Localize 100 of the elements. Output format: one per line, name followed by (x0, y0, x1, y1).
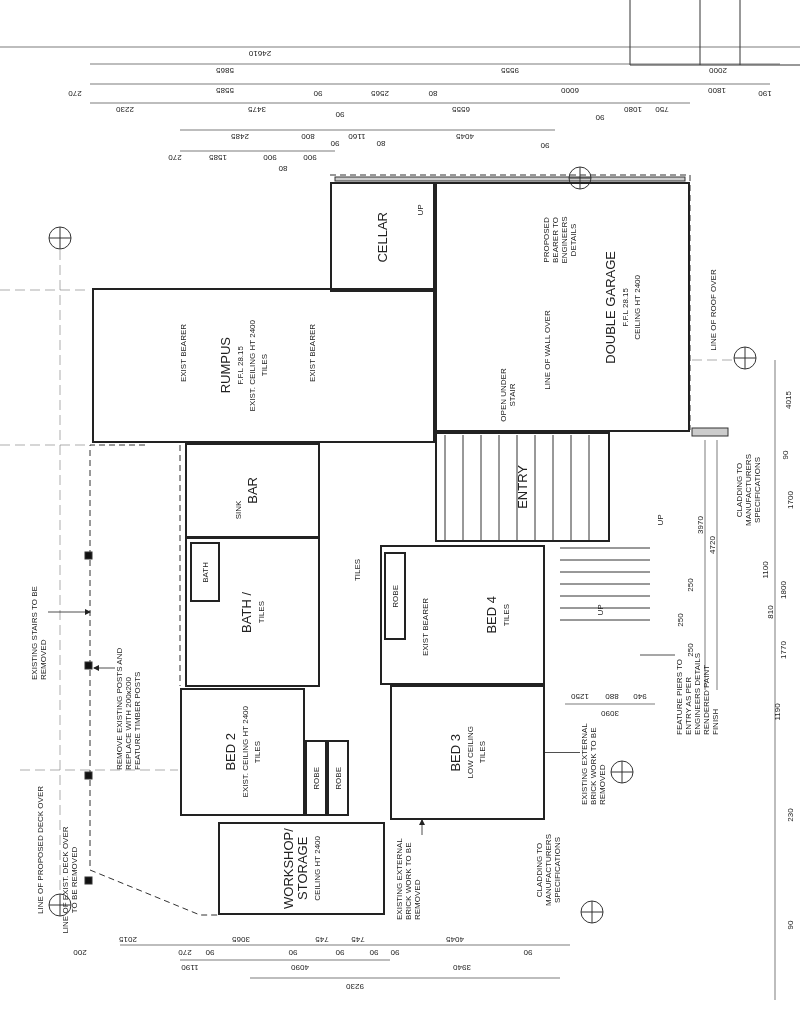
dimension-text: 1585 (209, 152, 227, 162)
note-text: LINE OF PROPOSED DECK OVER (35, 785, 45, 916)
dimension-text: 880 (605, 691, 619, 701)
dimension-text: 90 (335, 947, 345, 957)
dimension-text: 1100 (760, 561, 770, 579)
dimension-text: 900 (263, 152, 277, 162)
dimension-text: 80 (376, 138, 386, 148)
dimension-text: 940 (633, 691, 647, 701)
dimension-text: 90 (335, 109, 345, 119)
dimension-text: 250 (685, 643, 695, 657)
note-text: EXISTING STAIRS TO BE REMOVED (30, 570, 48, 680)
note-text: CLADDING TO MANUFACTURERS SPECIFICATIONS (534, 833, 562, 908)
dimension-text: 80 (278, 163, 288, 173)
room-name: BAR (245, 477, 260, 504)
note-text: EXIST BEARER (178, 323, 188, 383)
dimension-text: 3065 (232, 934, 250, 944)
dimension-text: 1190 (772, 703, 782, 721)
note-text: OPEN UNDER STAIR (499, 367, 517, 424)
room-name: BED 3 (448, 733, 463, 772)
dimension-text: 3940 (453, 962, 471, 972)
note-text: REMOVE EXISTING POSTS AND REPLACE WITH 200x200 FEATURE TIMBER POSTS (115, 640, 142, 770)
ceiling-height-note: TILES (477, 741, 487, 764)
dimension-text: 800 (301, 131, 315, 141)
dimension-text: 2565 (371, 88, 389, 98)
dimension-text: 90 (523, 947, 533, 957)
leader-line (544, 752, 581, 753)
note-text: PROPOSED BEARER TO ENGINEERS DETAILS (542, 215, 578, 266)
dimension-text: 2015 (119, 934, 137, 944)
note-text: UP (655, 514, 665, 526)
room-name: CELLAR (375, 211, 390, 263)
dimension-text: 3970 (695, 516, 705, 534)
dimension-text: 2230 (116, 104, 134, 114)
room-outline (435, 182, 690, 432)
room-outline (180, 688, 305, 816)
dimension-text: 90 (288, 947, 298, 957)
dimension-text: 90 (780, 450, 790, 460)
dimension-text: 200 (73, 947, 87, 957)
note-text: EXISTING EXTERNAL BRICK WORK TO BE REMOVED (395, 835, 422, 920)
room-name: DOUBLE GARAGE (603, 250, 618, 364)
dimension-text: 190 (758, 88, 772, 98)
floor-level-note: F.F.L 28.15 (620, 287, 630, 327)
dimension-text: 2000 (709, 65, 727, 75)
dimension-text: 80 (428, 88, 438, 98)
room-name: ROBE (311, 766, 321, 790)
dimension-text: 1800 (708, 85, 726, 95)
dimension-text: 5585 (216, 85, 234, 95)
room-outline (390, 685, 545, 820)
dimension-text: 250 (685, 578, 695, 592)
dimension-text: 9555 (501, 65, 519, 75)
note-text: LINE OF WALL OVER (542, 309, 552, 392)
dimension-text: 6000 (561, 85, 579, 95)
room-note: TILES (256, 600, 266, 624)
dimension-text: 4045 (456, 131, 474, 141)
room-outline (185, 443, 320, 538)
note-text: LINE OF EXIST. DECK OVER TO BE REMOVED (61, 825, 79, 935)
dimension-text: 4045 (446, 934, 464, 944)
dimension-text: 5865 (216, 65, 234, 75)
room-note: CEILING HT 2400 (312, 836, 322, 901)
finish-note: TILES (259, 354, 269, 377)
dimension-text: 6555 (452, 104, 470, 114)
note-text: LINE OF ROOF OVER (708, 268, 718, 353)
dimension-text: 1250 (571, 691, 589, 701)
dimension-text: 90 (785, 920, 795, 930)
dimension-text: 90 (369, 947, 379, 957)
note-text: CLADDING TO MANUFACTURERS SPECIFICATIONS (734, 453, 762, 528)
dimension-text: 9230 (346, 981, 364, 991)
dimension-text: 90 (595, 112, 605, 122)
room-outline (185, 537, 320, 687)
dimension-text: 90 (205, 947, 215, 957)
room-note: TILES (501, 603, 511, 627)
dimension-text: 270 (168, 152, 182, 162)
room-outline (435, 432, 610, 542)
dimension-text: 4090 (291, 962, 309, 972)
note-text: EXIST BEARER (420, 597, 430, 657)
room-name: ROBE (390, 584, 400, 608)
dimension-text: 900 (303, 152, 317, 162)
note-text: EXIST BEARER (307, 323, 317, 383)
room-name: WORKSHOP/ STORAGE (281, 827, 310, 911)
ceiling-height-note: TILES (252, 740, 262, 764)
dimension-text: 745 (315, 934, 329, 944)
floor-level-note: F.F.L 28.15 (235, 346, 245, 385)
dimension-text: 230 (785, 808, 795, 822)
floor-level-note: EXIST. CEILING HT 2400 (240, 706, 250, 798)
leader-line (639, 654, 676, 656)
dimension-text: 3090 (601, 708, 619, 718)
room-name: ROBE (333, 766, 343, 790)
room-outline (327, 740, 349, 816)
note-text: UP (595, 604, 605, 616)
dimension-text: 270 (178, 947, 192, 957)
room-outline (330, 182, 435, 292)
room-name: BATH (200, 561, 210, 583)
room-name: ENTRY (515, 465, 530, 509)
ceiling-height-note: EXIST. CEILING HT 2400 (247, 319, 257, 412)
dimension-text: 2485 (231, 131, 249, 141)
note-text: UP (415, 204, 425, 216)
room-name: BATH / (239, 591, 254, 633)
dimension-text: 1080 (624, 104, 642, 114)
dimension-text: 24610 (248, 48, 272, 58)
floor-level-note: LOW CEILING (465, 726, 475, 779)
room-name: BED 2 (223, 733, 238, 771)
